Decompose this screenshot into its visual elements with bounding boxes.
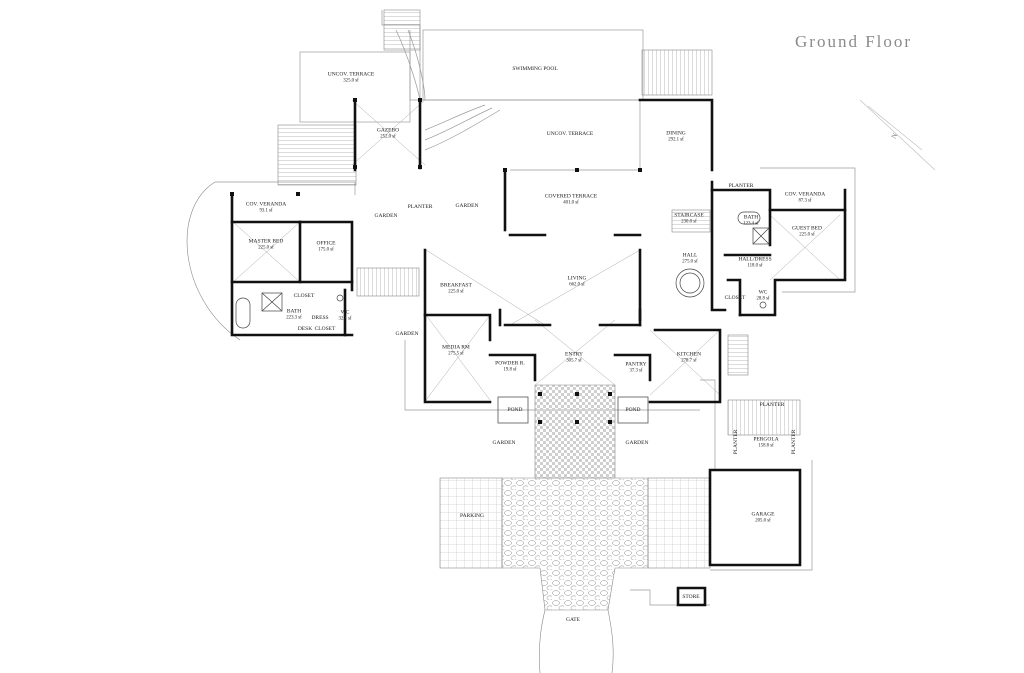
room-label-master-bed: Master Bed225.0 sf — [248, 238, 284, 251]
room-label-breakfast: Breakfast225.0 sf — [440, 282, 472, 295]
walls — [230, 98, 847, 607]
room-label-uncov-terrace-1: Uncov. Terrace325.0 sf — [327, 71, 375, 84]
room-label-garden-2: Garden — [455, 202, 479, 209]
room-label-gazebo: Gazebo252.0 sf — [376, 127, 400, 140]
room-label-planter-5: Planter — [790, 429, 797, 455]
room-label-planter-4: Planter — [759, 401, 785, 408]
room-label-closet-3: Closet — [724, 294, 746, 301]
room-label-hall: Hall275.0 sf — [682, 252, 698, 265]
room-label-cov-veranda-2: Cov. Veranda87.3 sf — [784, 191, 826, 204]
drawing-title: Ground Floor — [795, 32, 913, 51]
room-label-swimming-pool: Swimming Pool — [512, 65, 558, 72]
room-label-hall-dress: Hall/Dress118.0 sf — [738, 256, 772, 269]
room-label-planter-3: Planter — [732, 429, 739, 455]
fixtures — [235, 211, 770, 329]
room-label-pergola: Pergola158.8 sf — [753, 436, 779, 449]
paving — [186, 181, 711, 673]
room-label-dining: Dining292.1 sf — [666, 130, 686, 143]
room-label-uncov-terrace-2: Uncov. Terrace — [546, 130, 594, 137]
room-label-guest-bed: Guest Bed225.0 sf — [792, 225, 822, 238]
room-label-planter-2: Planter — [728, 182, 754, 189]
room-label-garden-1: Garden — [374, 212, 398, 219]
room-label-garage: Garage205.0 sf — [751, 511, 775, 524]
room-label-kitchen: Kitchen278.7 sf — [676, 351, 702, 364]
room-label-pond-1: Pond — [507, 406, 523, 413]
columns — [230, 98, 642, 424]
room-label-store: Store — [682, 593, 700, 600]
room-label-pantry: Pantry37.3 sf — [625, 361, 647, 374]
room-label-office: Office175.0 sf — [316, 240, 336, 253]
room-label-staircase: Staircase230.0 sf — [674, 212, 704, 225]
room-label-cov-veranda-1: Cov. Veranda93.1 sf — [245, 201, 287, 214]
room-label-garden-4: Garden — [492, 439, 516, 446]
stairs — [277, 9, 801, 436]
room-label-planter-1: Planter — [407, 203, 433, 210]
room-label-parking: Parking — [460, 512, 484, 519]
room-label-entry: Entry305.7 sf — [564, 351, 584, 364]
room-label-dress: Dress — [311, 314, 329, 321]
room-label-garden-5: Garden — [625, 439, 649, 446]
room-label-garden-3: Garden — [395, 330, 419, 337]
room-label-bath-2: Bath123.4 sf — [743, 214, 759, 227]
room-label-media-rm: Media Rm275.5 sf — [442, 344, 470, 357]
room-label-desk: Desk — [297, 325, 313, 332]
room-label-covered-terrace: Covered Terrace401.0 sf — [544, 193, 598, 206]
room-label-powder-r: Powder R.19.8 sf — [495, 360, 525, 373]
room-label-gate: Gate — [565, 616, 581, 623]
room-label-pond-2: Pond — [625, 406, 641, 413]
room-guides — [232, 99, 841, 401]
north-arrow — [859, 99, 936, 171]
room-label-living: Living662.0 sf — [567, 275, 587, 288]
room-label-bath-1: Bath223.3 sf — [286, 308, 302, 321]
room-label-closet-1: Closet — [293, 292, 315, 299]
room-label-closet-2: Closet — [314, 325, 336, 332]
